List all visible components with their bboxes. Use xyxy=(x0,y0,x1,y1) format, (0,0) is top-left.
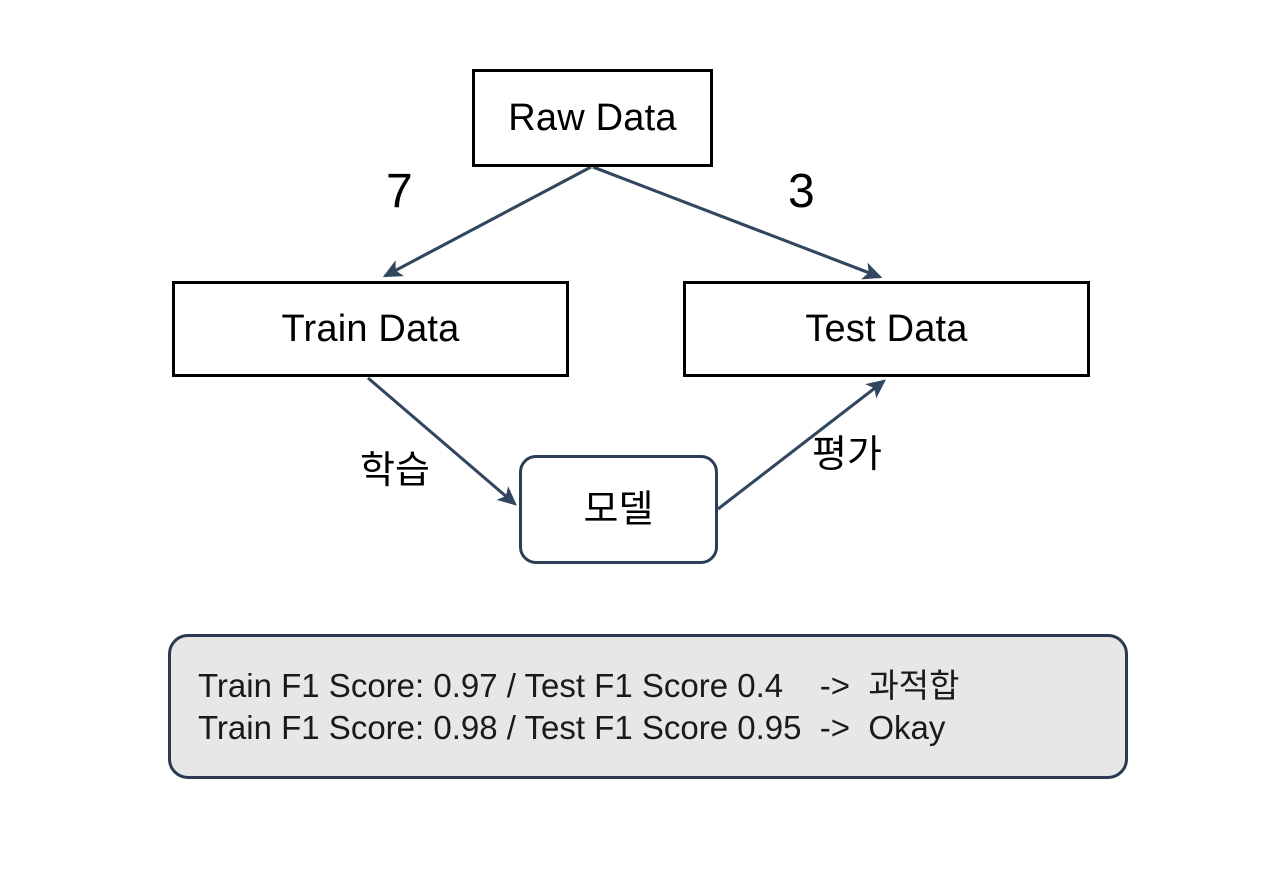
node-raw-data[interactable]: Raw Data xyxy=(472,69,713,167)
node-test-data-label: Test Data xyxy=(805,308,968,350)
edge-label-test-ratio: 3 xyxy=(788,165,815,218)
node-model-label: 모델 xyxy=(583,488,654,531)
node-train-data-label: Train Data xyxy=(281,308,460,350)
node-model[interactable]: 모델 xyxy=(519,455,718,564)
edge-raw-to-test xyxy=(592,165,883,280)
summary-panel: Train F1 Score: 0.97 / Test F1 Score 0.4… xyxy=(168,634,1128,779)
summary-text-block: Train F1 Score: 0.97 / Test F1 Score 0.4… xyxy=(198,665,959,749)
summary-line-okay: Train F1 Score: 0.98 / Test F1 Score 0.9… xyxy=(198,709,946,747)
node-test-data[interactable]: Test Data xyxy=(683,281,1090,377)
edge-label-train-ratio: 7 xyxy=(386,165,413,218)
node-raw-data-label: Raw Data xyxy=(508,97,677,139)
summary-line-overfit: Train F1 Score: 0.97 / Test F1 Score 0.4… xyxy=(198,667,960,704)
edge-raw-to-train xyxy=(382,165,592,278)
edge-label-evaluation: 평가 xyxy=(812,434,882,476)
edge-label-training: 학습 xyxy=(360,450,430,492)
node-train-data[interactable]: Train Data xyxy=(172,281,569,377)
